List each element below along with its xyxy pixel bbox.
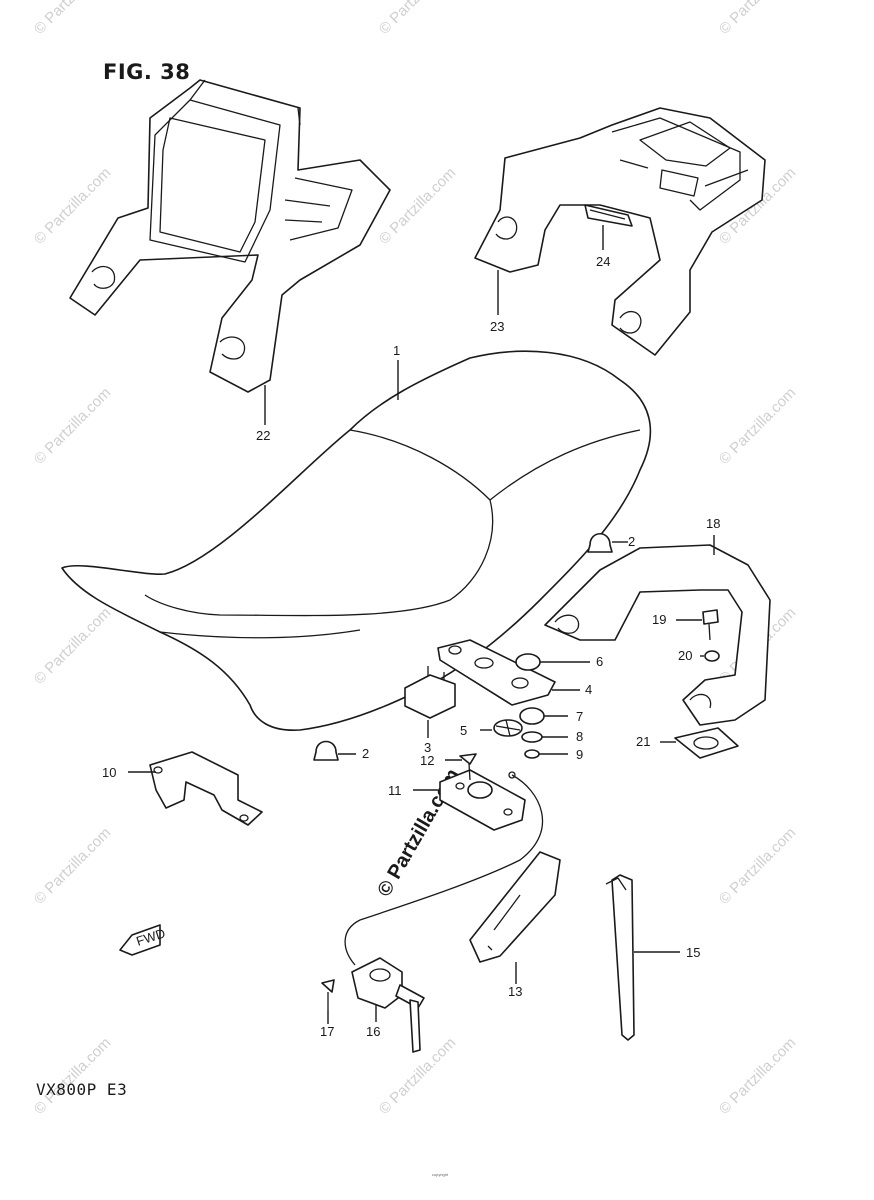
copyright-note: copyright (431, 1172, 449, 1177)
part-bolt (702, 609, 719, 641)
part-lock-cylinder (351, 957, 425, 1053)
watermark: © Partzilla.com (716, 384, 799, 467)
part-stopper (587, 532, 613, 553)
model-code: VX800P E3 (36, 1080, 128, 1099)
watermark: © Partzilla.com (376, 0, 459, 38)
part-screw (459, 753, 477, 765)
part-seat-lock (439, 769, 526, 831)
watermark: © Partzilla.com (31, 164, 114, 247)
watermark: © Partzilla.com (31, 604, 114, 687)
watermark: © Partzilla.com (31, 1034, 114, 1117)
part-seat (61, 350, 652, 731)
callout-label: 7 (576, 709, 583, 724)
part-backrest (69, 79, 391, 393)
part-carrier (474, 107, 766, 356)
part-damper-block (404, 674, 456, 719)
callout-label: 3 (424, 740, 431, 755)
watermark: © Partzilla.com (716, 1034, 799, 1117)
fwd-arrow-icon: FWD (119, 924, 167, 956)
part-cushion (515, 653, 545, 759)
callout-label: 20 (678, 648, 692, 663)
part-seat-bracket (437, 639, 556, 706)
callout-label: 16 (366, 1024, 380, 1039)
callout-label: 17 (320, 1024, 334, 1039)
watermark: © Partzilla.com (716, 824, 799, 907)
part-lock-bolt (321, 979, 335, 993)
part-rubber-pad (674, 727, 739, 759)
part-grab-rail (544, 544, 771, 726)
watermark: © Partzilla.com (376, 164, 459, 247)
part-stopper (313, 740, 339, 761)
callout-label: 24 (596, 254, 610, 269)
part-washer (704, 650, 720, 662)
watermark: © Partzilla.com (31, 0, 114, 38)
part-cable (344, 774, 544, 966)
figure-title: FIG. 38 (103, 60, 191, 84)
callout-label: 19 (652, 612, 666, 627)
callout-label: 12 (420, 753, 434, 768)
callout-label: 13 (508, 984, 522, 999)
callout-labels: 1 2 2 3 4 5 6 7 8 9 10 11 12 13 15 16 17… (102, 254, 720, 1039)
callout-label: 15 (686, 945, 700, 960)
callout-label: 4 (585, 682, 592, 697)
callout-label: 5 (460, 723, 467, 738)
callout-label: 2 (628, 534, 635, 549)
callout-label: 2 (362, 746, 369, 761)
callout-label: 6 (596, 654, 603, 669)
callout-label: 21 (636, 734, 650, 749)
callout-label: 8 (576, 729, 583, 744)
leader-lines (128, 225, 715, 1024)
part-label-plate (584, 204, 633, 227)
callout-label: 18 (706, 516, 720, 531)
callout-label: 9 (576, 747, 583, 762)
watermark: © Partzilla.com (31, 824, 114, 907)
watermark: © Partzilla.com (716, 0, 799, 38)
callout-label: 22 (256, 428, 270, 443)
watermark: © Partzilla.com (31, 384, 114, 467)
part-strap (611, 874, 635, 1041)
callout-label: 10 (102, 765, 116, 780)
part-holder (469, 851, 561, 963)
callout-label: 1 (393, 343, 400, 358)
part-plate (493, 719, 523, 737)
callout-label: 11 (388, 783, 402, 798)
callout-label: 23 (490, 319, 504, 334)
part-hook-bracket (149, 751, 263, 826)
